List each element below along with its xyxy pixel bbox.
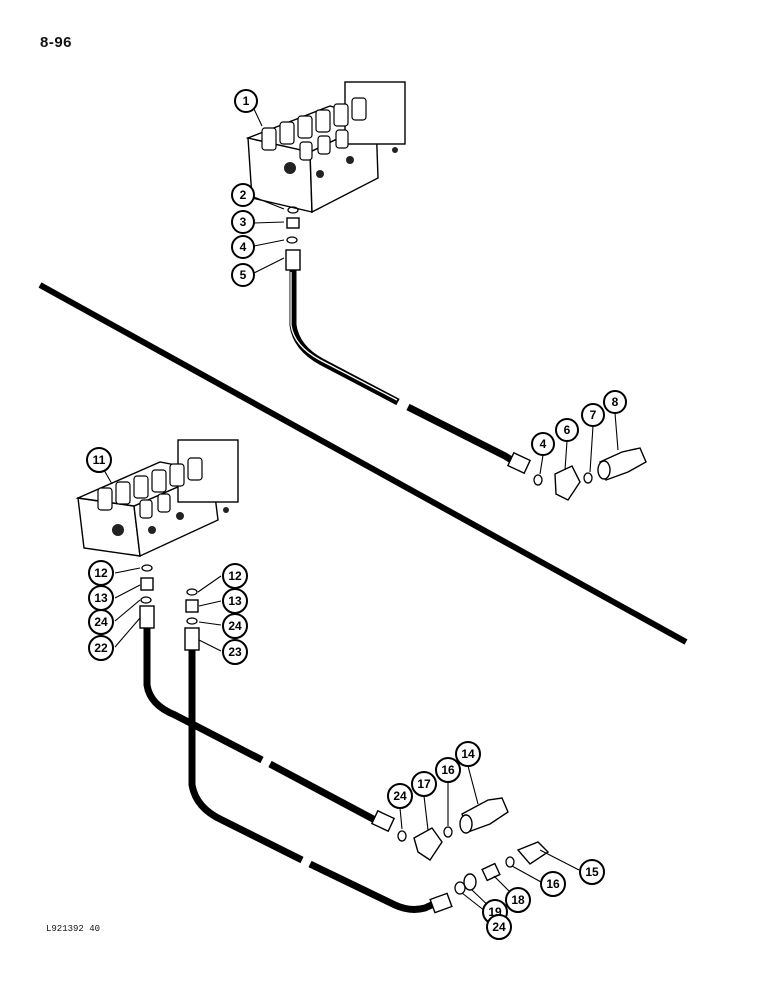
- svg-text:6: 6: [564, 423, 571, 437]
- upper-end-fittings: [506, 447, 647, 501]
- callout-15: 15: [579, 859, 605, 885]
- svg-text:5: 5: [240, 268, 247, 282]
- callout-2: 2: [231, 183, 255, 207]
- callout-4: 4: [231, 235, 255, 259]
- callout-16: 16: [540, 871, 566, 897]
- valve-block-lower: [75, 439, 239, 558]
- callout-12: 12: [222, 563, 248, 589]
- lower-fittings-right: [184, 588, 200, 651]
- svg-text:2: 2: [240, 188, 247, 202]
- callout-6: 6: [555, 418, 579, 442]
- figure-code: L921392 40: [46, 924, 101, 934]
- svg-text:4: 4: [240, 240, 247, 254]
- callout-18: 18: [505, 887, 531, 913]
- callout-24: 24: [387, 783, 413, 809]
- svg-text:11: 11: [93, 453, 106, 467]
- svg-text:4: 4: [540, 437, 547, 451]
- hose-23-end-fittings: [429, 841, 550, 914]
- svg-text:24: 24: [94, 615, 108, 629]
- svg-text:24: 24: [393, 789, 407, 803]
- svg-text:3: 3: [240, 215, 247, 229]
- callout-8: 8: [603, 390, 627, 414]
- svg-text:16: 16: [546, 877, 560, 891]
- callout-14: 14: [455, 741, 481, 767]
- callout-1: 1: [234, 89, 258, 113]
- callout-13: 13: [222, 588, 248, 614]
- svg-text:8: 8: [612, 395, 619, 409]
- lower-fittings-left: [139, 564, 155, 629]
- callout-23: 23: [222, 639, 248, 665]
- svg-text:14: 14: [461, 747, 475, 761]
- callout-24: 24: [486, 914, 512, 940]
- valve-block-upper: [245, 81, 406, 214]
- hose-22: [143, 628, 377, 824]
- hose-23: [188, 650, 440, 913]
- svg-text:23: 23: [228, 645, 242, 659]
- separator-line: [38, 282, 688, 645]
- leader-lines: [103, 108, 619, 923]
- svg-text:7: 7: [590, 408, 597, 422]
- svg-text:1: 1: [243, 94, 250, 108]
- upper-hose: [289, 270, 523, 469]
- upper-fittings: [285, 206, 301, 271]
- callout-7: 7: [581, 403, 605, 427]
- callout-17: 17: [411, 771, 437, 797]
- callout-24: 24: [88, 609, 114, 635]
- callout-3: 3: [231, 210, 255, 234]
- svg-text:18: 18: [511, 893, 525, 907]
- callout-11: 11: [86, 447, 112, 473]
- callout-22: 22: [88, 635, 114, 661]
- callout-5: 5: [231, 263, 255, 287]
- svg-text:24: 24: [228, 619, 242, 633]
- callout-16: 16: [435, 757, 461, 783]
- hose-22-end-fittings: [370, 797, 509, 861]
- svg-text:12: 12: [94, 566, 108, 580]
- svg-text:15: 15: [585, 865, 599, 879]
- callout-24: 24: [222, 613, 248, 639]
- svg-text:13: 13: [228, 594, 242, 608]
- svg-text:24: 24: [492, 920, 506, 934]
- svg-text:16: 16: [441, 763, 455, 777]
- svg-text:22: 22: [94, 641, 108, 655]
- svg-text:12: 12: [228, 569, 242, 583]
- svg-text:13: 13: [94, 591, 108, 605]
- svg-text:17: 17: [417, 777, 431, 791]
- page-number: 8-96: [40, 34, 73, 51]
- callout-4: 4: [531, 432, 555, 456]
- callout-13: 13: [88, 585, 114, 611]
- callout-12: 12: [88, 560, 114, 586]
